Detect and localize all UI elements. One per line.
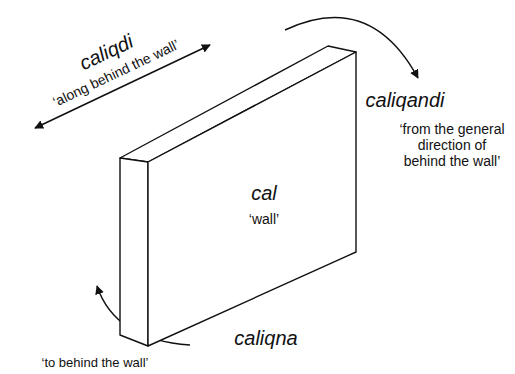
headword: caliqandi xyxy=(366,89,445,112)
wall-face xyxy=(120,158,148,346)
gloss: ‘to behind the wall’ xyxy=(42,356,149,371)
headword: caliqna xyxy=(234,327,297,350)
wall-face xyxy=(148,52,356,346)
wall-shape: cal ‘wall’ xyxy=(118,43,358,348)
wall-outline xyxy=(118,43,358,348)
gloss: ‘wall’ xyxy=(249,211,279,227)
headword: cal xyxy=(251,182,277,205)
gloss: ‘from the general direction of behind th… xyxy=(395,121,509,169)
